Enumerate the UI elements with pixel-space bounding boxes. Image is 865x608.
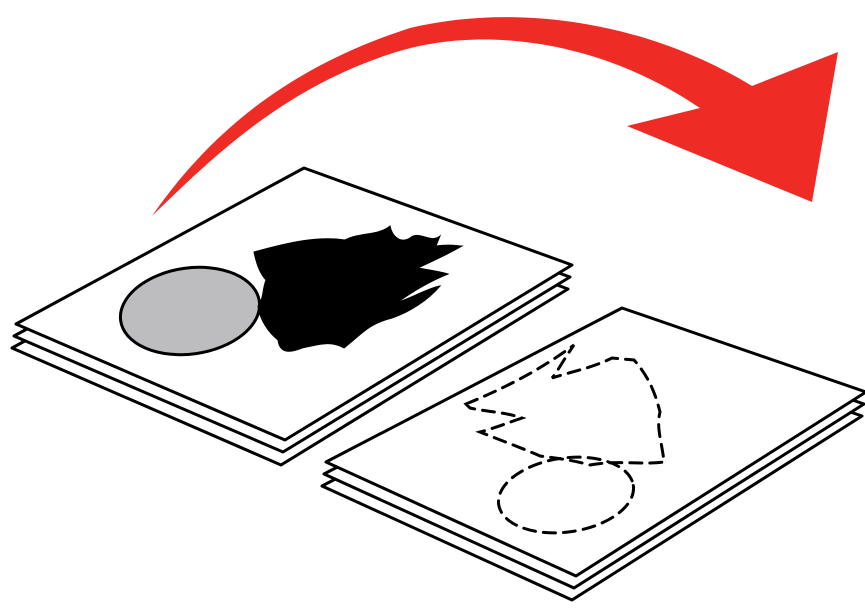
curved-arrow-icon (152, 17, 838, 216)
